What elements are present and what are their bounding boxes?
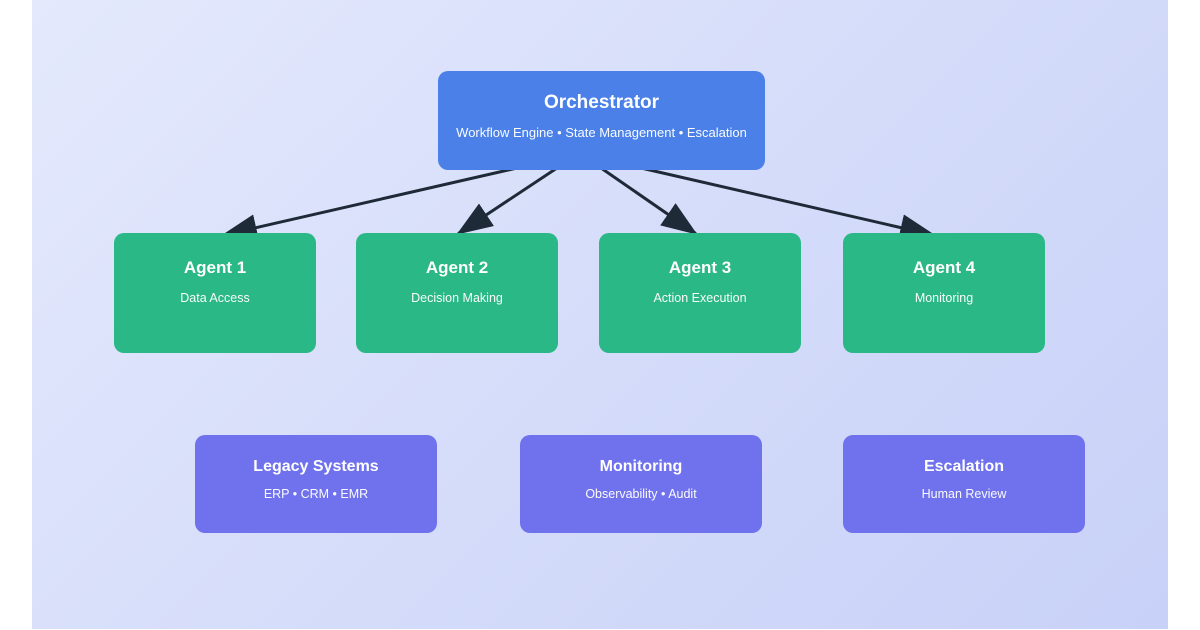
- orchestrator-node: Orchestrator Workflow Engine • State Man…: [438, 71, 765, 170]
- agent-2-subtitle: Decision Making: [411, 291, 503, 306]
- orchestrator-subtitle: Workflow Engine • State Management • Esc…: [456, 124, 747, 140]
- agent-1-node: Agent 1 Data Access: [114, 233, 316, 353]
- agent-4-title: Agent 4: [912, 258, 976, 277]
- legacy-systems-node: Legacy Systems ERP • CRM • EMR: [195, 435, 437, 533]
- agent-1-title: Agent 1: [183, 258, 247, 277]
- agent-4-node: Agent 4 Monitoring: [843, 233, 1045, 353]
- legacy-systems-subtitle: ERP • CRM • EMR: [263, 487, 369, 502]
- monitoring-subtitle: Observability • Audit: [585, 487, 697, 502]
- agent-4-subtitle: Monitoring: [914, 291, 974, 306]
- monitoring-node: Monitoring Observability • Audit: [520, 435, 762, 533]
- escalation-title: Escalation: [923, 458, 1005, 475]
- orchestrator-title: Orchestrator: [543, 92, 660, 113]
- monitoring-title: Monitoring: [599, 458, 683, 475]
- agent-2-title: Agent 2: [425, 258, 489, 277]
- agent-3-node: Agent 3 Action Execution: [599, 233, 801, 353]
- agent-3-title: Agent 3: [668, 258, 732, 277]
- escalation-node: Escalation Human Review: [843, 435, 1085, 533]
- agent-1-subtitle: Data Access: [180, 291, 250, 306]
- agent-2-node: Agent 2 Decision Making: [356, 233, 558, 353]
- legacy-systems-title: Legacy Systems: [253, 458, 379, 475]
- agent-3-subtitle: Action Execution: [653, 291, 747, 306]
- escalation-subtitle: Human Review: [921, 487, 1007, 502]
